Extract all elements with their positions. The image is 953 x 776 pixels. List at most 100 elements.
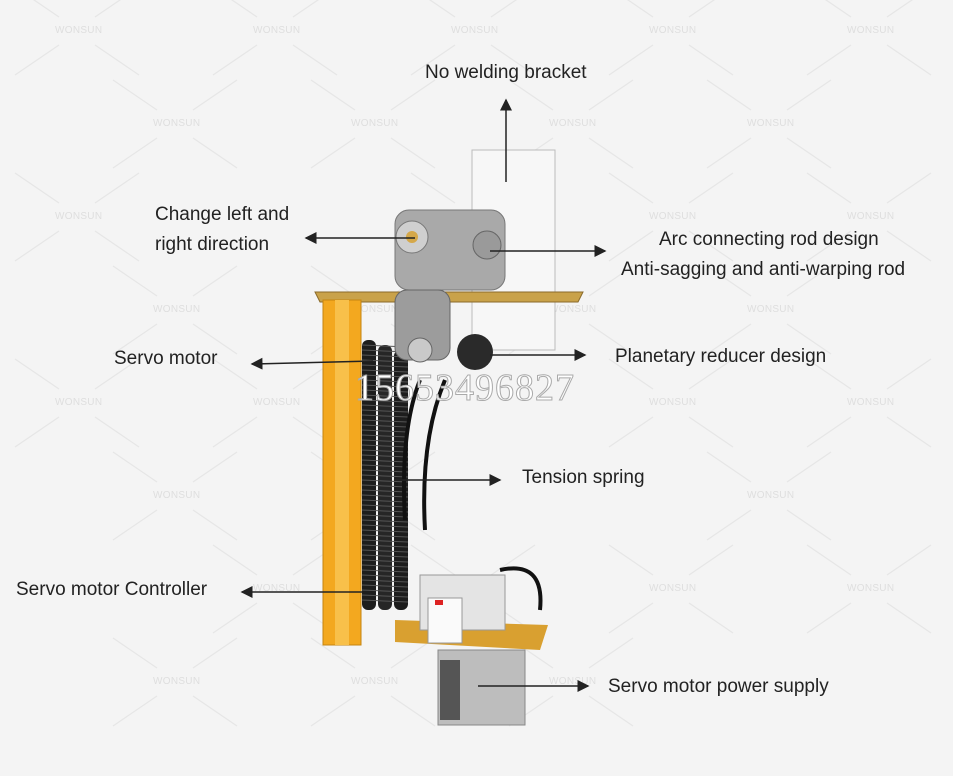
watermark-line	[806, 416, 852, 448]
watermark-line	[192, 79, 238, 111]
watermark-line	[14, 416, 60, 448]
watermark-line	[212, 416, 258, 448]
watermark-line	[94, 358, 140, 390]
watermark-line	[429, 0, 456, 18]
label-planetary-reducer: Planetary reducer design	[615, 346, 827, 367]
watermark-text: WONSUN	[649, 397, 697, 408]
watermark-line	[292, 0, 319, 18]
watermark-line	[688, 230, 734, 262]
watermark-line	[688, 44, 734, 76]
watermark-line	[806, 602, 852, 634]
watermark-text: WONSUN	[451, 25, 499, 36]
watermark-text: WONSUN	[549, 304, 597, 315]
watermark-text: WONSUN	[649, 211, 697, 222]
watermark-line	[886, 358, 932, 390]
spring-coil	[361, 594, 409, 598]
watermark-line	[390, 79, 436, 111]
watermark-line	[490, 544, 536, 576]
spring-coil	[361, 514, 409, 518]
watermark-line	[806, 358, 852, 390]
watermark-line	[786, 137, 832, 169]
watermark-line	[112, 509, 158, 541]
spring-coil	[361, 414, 409, 418]
label-arc-rod-1: Arc connecting rod design	[659, 229, 879, 250]
spring-coil	[361, 489, 409, 493]
watermark-text: WONSUN	[847, 25, 895, 36]
label-tension-spring: Tension spring	[522, 467, 645, 488]
watermark-line	[310, 695, 356, 727]
spring-coil	[361, 529, 409, 533]
label-change-direction-1: Change left and	[155, 204, 290, 225]
watermark-text: WONSUN	[253, 397, 301, 408]
watermark-line	[212, 358, 258, 390]
watermark-text: WONSUN	[55, 211, 103, 222]
spring-coil	[361, 419, 409, 423]
watermark-line	[886, 0, 913, 18]
watermark-line	[886, 602, 932, 634]
watermark-line	[706, 265, 752, 297]
watermark-line	[33, 0, 60, 18]
label-change-direction-2: right direction	[155, 234, 270, 255]
spring-coil	[361, 399, 409, 403]
phone-watermark: 15653496827	[355, 367, 575, 410]
watermark-line	[192, 451, 238, 483]
watermark-line	[112, 451, 158, 483]
watermark-text: WONSUN	[747, 304, 795, 315]
watermark-text: WONSUN	[55, 25, 103, 36]
watermark-line	[608, 172, 654, 204]
watermark-line	[806, 544, 852, 576]
label-servo-motor: Servo motor	[114, 348, 218, 369]
spring-coil	[361, 364, 409, 368]
watermark-line	[588, 323, 634, 355]
watermark-line	[706, 451, 752, 483]
watermark-line	[212, 602, 258, 634]
spring-coil	[361, 589, 409, 593]
watermark-text: WONSUN	[153, 490, 201, 501]
spring-coil	[361, 449, 409, 453]
watermark-text: WONSUN	[649, 583, 697, 594]
watermark-line	[588, 695, 634, 727]
watermark-line	[390, 695, 436, 727]
spring-coil	[361, 524, 409, 528]
watermark-line	[112, 323, 158, 355]
label-arc-rod-2: Anti-sagging and anti-warping rod	[621, 259, 906, 280]
spring-coil	[361, 394, 409, 398]
watermark-text: WONSUN	[153, 118, 201, 129]
watermark-line	[608, 602, 654, 634]
watermark-line	[192, 137, 238, 169]
spring-coil	[361, 494, 409, 498]
watermark-line	[112, 79, 158, 111]
watermark-text: WONSUN	[153, 304, 201, 315]
spring-coil	[361, 429, 409, 433]
watermark-line	[310, 137, 356, 169]
watermark-line	[231, 0, 258, 18]
spring-coil	[361, 599, 409, 603]
spring-coil	[361, 474, 409, 478]
watermark-line	[608, 358, 654, 390]
watermark-line	[608, 416, 654, 448]
watermark-line	[192, 265, 238, 297]
watermark-line	[192, 323, 238, 355]
watermark-text: WONSUN	[747, 118, 795, 129]
watermark-line	[212, 544, 258, 576]
watermark-line	[94, 416, 140, 448]
watermark-line	[192, 509, 238, 541]
watermark-line	[886, 44, 932, 76]
watermark-text: WONSUN	[55, 397, 103, 408]
watermark-line	[806, 230, 852, 262]
spring-coil	[361, 464, 409, 468]
watermark-line	[310, 79, 356, 111]
watermark-line	[14, 172, 60, 204]
watermark-line	[94, 0, 121, 18]
watermark-line	[112, 265, 158, 297]
watermark-line	[112, 695, 158, 727]
watermark-line	[688, 416, 734, 448]
watermark-line	[14, 44, 60, 76]
watermark-line	[886, 172, 932, 204]
watermark-line	[688, 602, 734, 634]
spring-coil	[361, 379, 409, 383]
watermark-line	[786, 265, 832, 297]
watermark-line	[786, 509, 832, 541]
spring-coil	[361, 534, 409, 538]
watermark-line	[588, 637, 634, 669]
